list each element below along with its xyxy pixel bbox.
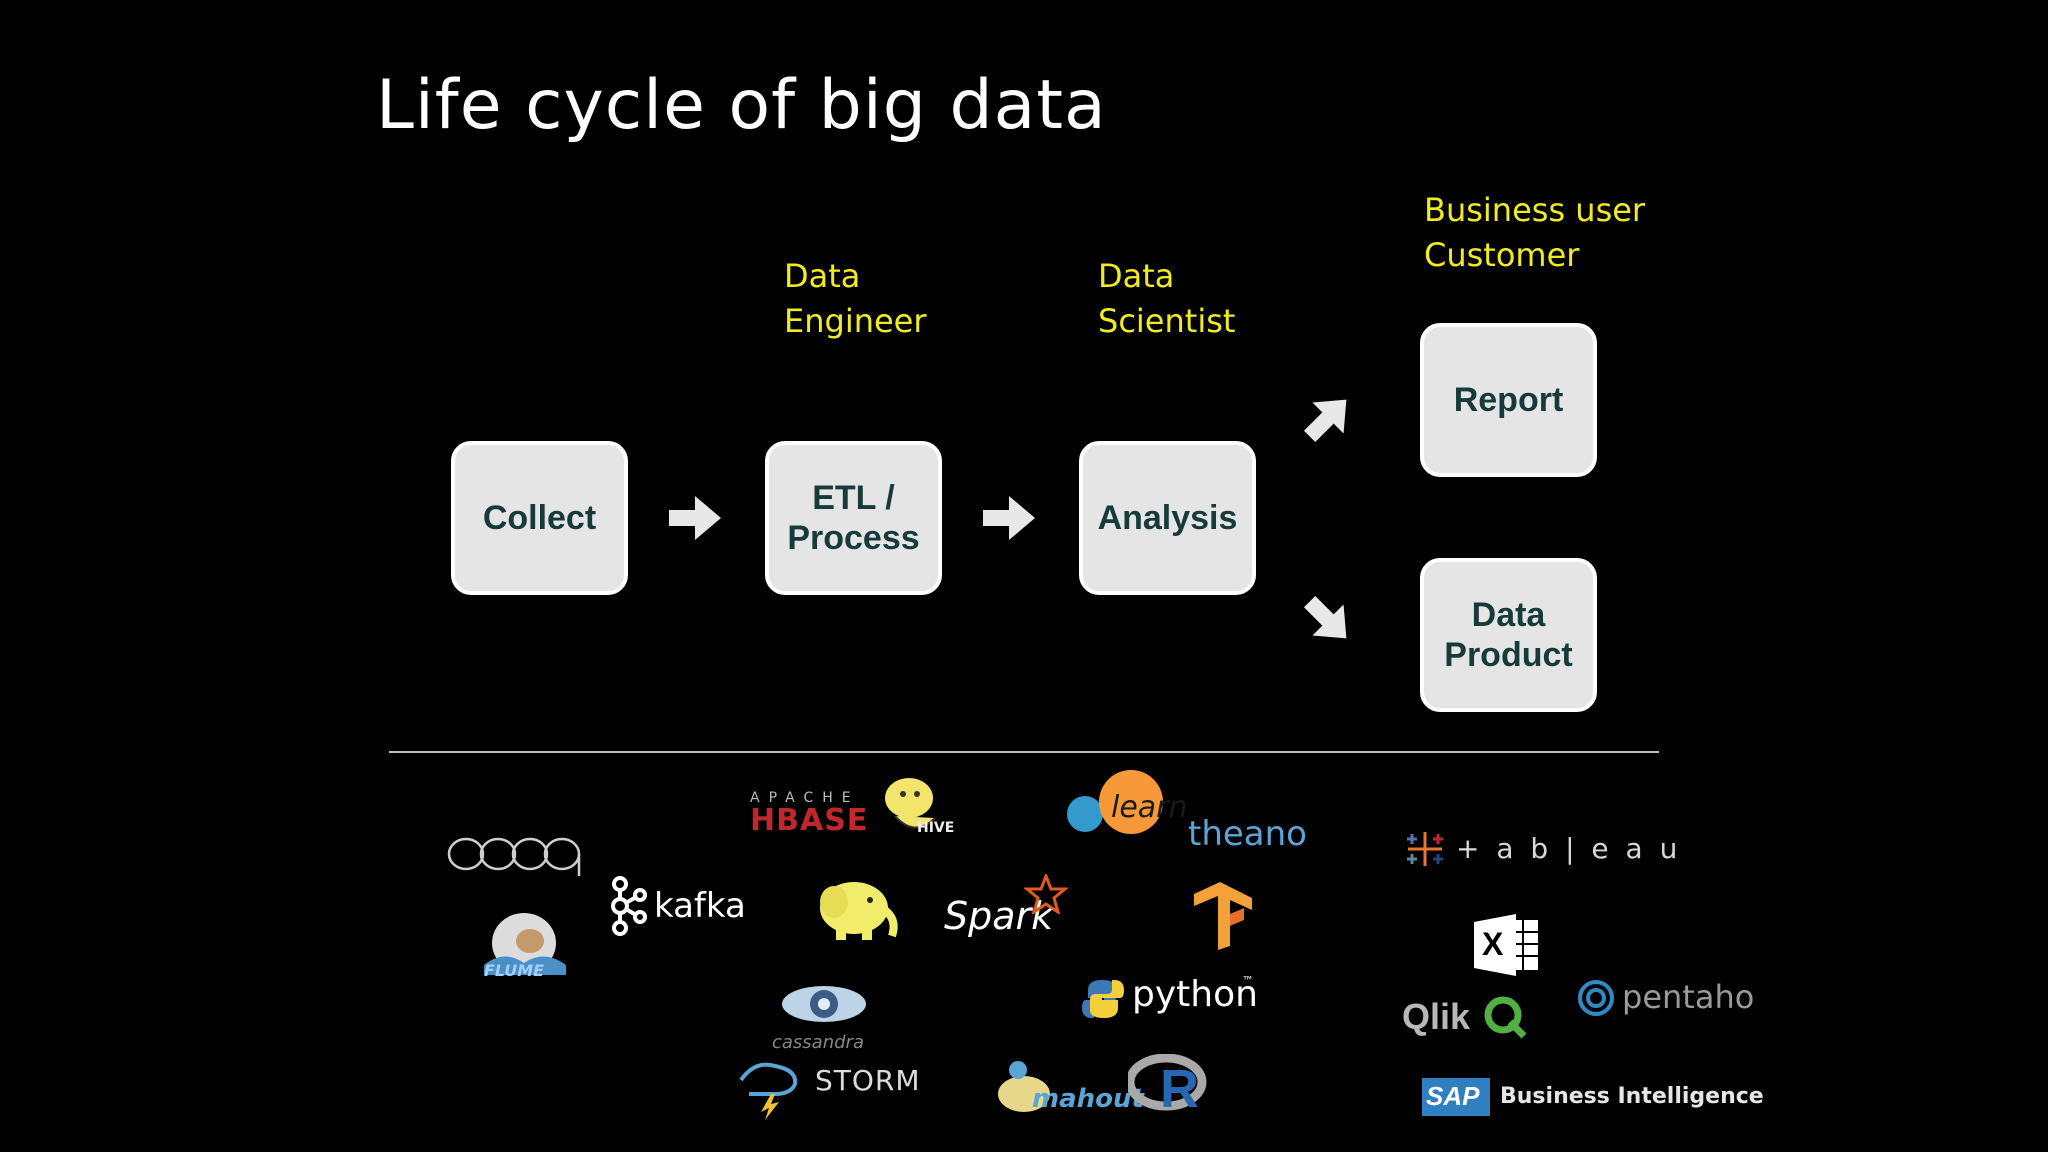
- tableau-crosses-icon: [1407, 832, 1443, 866]
- pentaho-swirl-icon: [1578, 980, 1614, 1016]
- arrow-up-right-icon: [1303, 399, 1347, 443]
- arrow-down-right-icon: [1303, 595, 1347, 639]
- sap-bi-text: Business Intelligence: [1500, 1084, 1764, 1109]
- sap-text: SAP: [1426, 1081, 1480, 1111]
- divider-line: [389, 751, 1659, 753]
- spark-text: Spark: [944, 894, 1054, 938]
- role-data-scientist-line-2: Scientist: [1098, 302, 1236, 340]
- python-tm: ™: [1242, 974, 1254, 988]
- flume-snail-icon: [484, 913, 566, 975]
- cassandra-logo: cassandra: [770, 982, 880, 1056]
- tableau-text: + a b | e a u: [1456, 832, 1682, 865]
- box-collect-label: Collect: [482, 499, 597, 537]
- slide-title: Life cycle of big data: [376, 66, 1107, 145]
- kafka-text: kafka: [654, 886, 746, 926]
- mahout-rider-icon: [998, 1061, 1050, 1112]
- excel-logo: X: [1474, 914, 1542, 976]
- r-logo: R: [1128, 1054, 1208, 1119]
- role-data-engineer-line-2: Engineer: [784, 302, 927, 340]
- hive-bee-icon: [885, 778, 936, 829]
- hbase-text: HBASE: [750, 803, 869, 838]
- cassandra-eye-icon: [782, 986, 866, 1022]
- hadoop-elephant-icon: [820, 882, 898, 940]
- box-etl-process: ETL / Process: [765, 441, 942, 595]
- role-data-scientist-line-1: Data: [1098, 257, 1175, 295]
- role-data-engineer-line-1: Data: [784, 257, 861, 295]
- spark-star-icon: [1024, 874, 1068, 914]
- role-business-user: Business user Customer: [1424, 188, 1645, 278]
- mahout-text: mahout: [1032, 1084, 1144, 1114]
- box-etl-label-2: Process: [787, 519, 920, 557]
- kafka-nodes-icon: [611, 876, 647, 936]
- box-data-product-label-1: Data: [1471, 596, 1546, 634]
- tensorflow-icon: [1194, 882, 1252, 950]
- role-business-line-1: Business user: [1424, 191, 1646, 229]
- cassandra-text: cassandra: [772, 1032, 864, 1053]
- box-report-label: Report: [1453, 381, 1564, 419]
- qlik-text: Qlik: [1402, 996, 1471, 1037]
- qlik-q-icon: [1484, 996, 1527, 1039]
- python-text: python: [1132, 974, 1258, 1015]
- scikit-learn-icon: [1067, 770, 1163, 834]
- r-text: R: [1160, 1059, 1199, 1119]
- flume-logo: FLUME: [474, 905, 574, 985]
- sap-badge-icon: [1422, 1078, 1490, 1116]
- hive-logo: HIVE: [875, 768, 955, 840]
- excel-grid-icon: [1474, 914, 1538, 976]
- sqoop-logo-icon: [447, 837, 581, 876]
- role-data-engineer: Data Engineer: [784, 254, 927, 344]
- excel-text: X: [1482, 926, 1504, 962]
- r-ring-icon: [1128, 1054, 1207, 1111]
- role-data-scientist: Data Scientist: [1098, 254, 1235, 344]
- spark-logo: Spark: [944, 874, 1074, 944]
- theano-logo: theano: [1188, 814, 1307, 854]
- box-data-product-label-2: Product: [1444, 636, 1573, 674]
- arrow-right-icon: [983, 496, 1035, 540]
- role-business-line-2: Customer: [1424, 236, 1580, 274]
- box-analysis: Analysis: [1079, 441, 1256, 595]
- hive-text: HIVE: [917, 820, 955, 836]
- hbase-logo: APACHE HBASE: [750, 790, 868, 836]
- mahout-logo: mahout: [994, 1056, 1144, 1116]
- python-snakes-icon: [1082, 980, 1124, 1018]
- arrow-right-icon: [669, 496, 721, 540]
- storm-lightning-icon: [739, 1062, 798, 1120]
- scikit-learn-text: learn: [1111, 790, 1188, 825]
- box-data-product: Data Product: [1420, 558, 1597, 712]
- box-etl-label-1: ETL /: [812, 479, 895, 517]
- hbase-apache-text: APACHE: [750, 790, 860, 806]
- scikit-learn-logo: learn: [1065, 770, 1188, 836]
- box-collect: Collect: [451, 441, 628, 595]
- flume-text: FLUME: [484, 961, 545, 980]
- box-report: Report: [1420, 323, 1597, 477]
- storm-text: STORM: [815, 1064, 921, 1097]
- box-analysis-label: Analysis: [1097, 499, 1238, 537]
- pentaho-text: pentaho: [1622, 978, 1755, 1016]
